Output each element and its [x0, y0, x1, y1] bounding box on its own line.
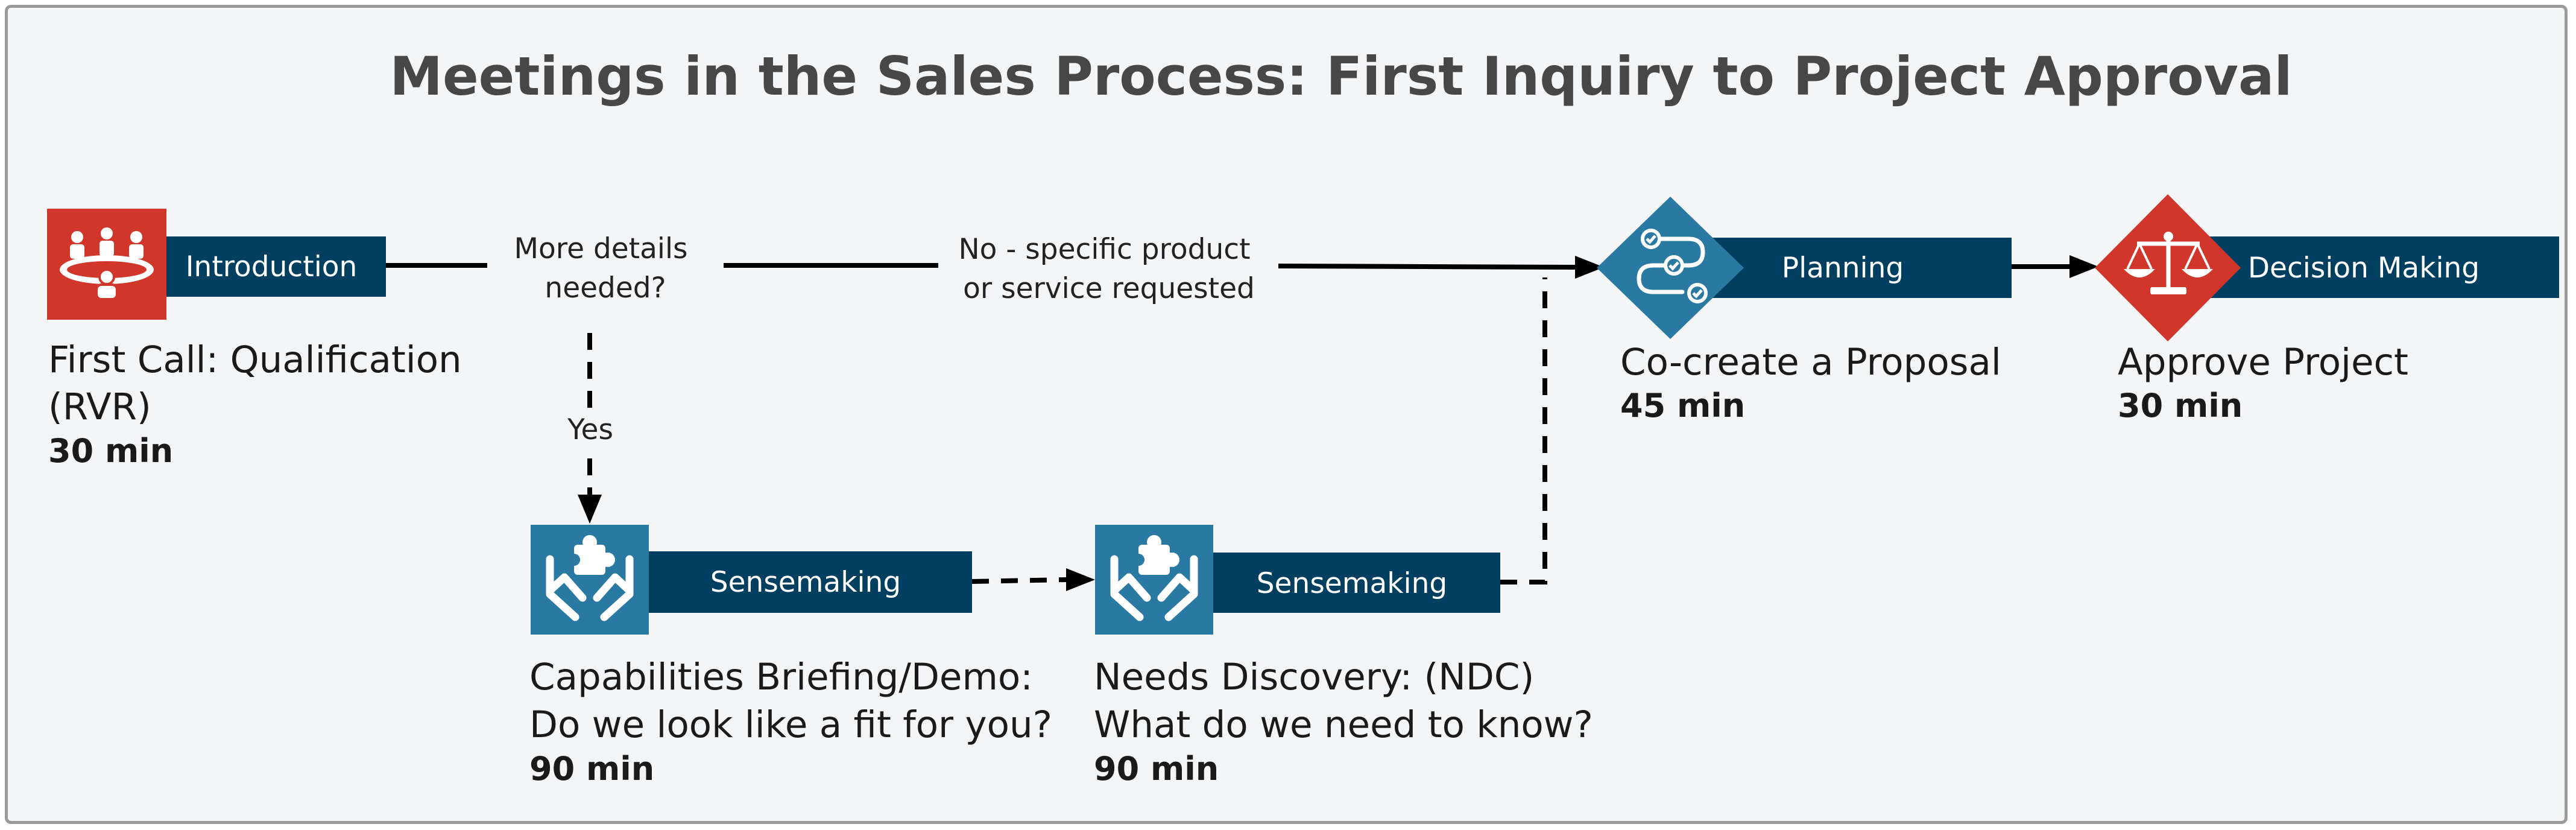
node-needs-discovery: Sensemaking Needs Discovery: (NDC) What …	[1094, 525, 1593, 788]
introduction-tag-label: Introduction	[186, 250, 358, 284]
flow-checklist-icon	[1637, 229, 1708, 303]
planning-tag-bar	[1700, 238, 2012, 298]
diagram-frame	[5, 5, 2568, 824]
arrowhead-to-planning	[1575, 256, 1604, 279]
connector-no-label-to-planning	[1278, 264, 1576, 270]
ndc-description: Needs Discovery: (NDC) What do we need t…	[1094, 656, 1593, 746]
capabilities-tag-bar	[645, 551, 972, 613]
decision-duration: 30 min	[2118, 387, 2243, 425]
connector-ndc-to-planning	[1500, 277, 1547, 584]
decision-tag-bar	[2195, 236, 2559, 298]
ndc-duration: 90 min	[1094, 750, 1219, 788]
decision-description: Approve Project	[2118, 341, 2408, 384]
ndc-tag-bar	[1206, 553, 1500, 613]
arrowhead-to-decision	[2069, 255, 2098, 278]
yes-branch-label: Yes	[567, 413, 613, 446]
planning-duration: 45 min	[1620, 387, 1745, 425]
meeting-table-icon	[60, 227, 154, 300]
planning-tag-label: Planning	[1782, 252, 1904, 285]
arrowhead-to-ndc	[1066, 568, 1095, 591]
puzzle-hands-icon	[1110, 535, 1198, 621]
arrowhead-to-capabilities	[578, 495, 602, 524]
node-introduction: Introduction First Call: Qualification (…	[47, 209, 473, 470]
scales-icon	[2124, 232, 2213, 294]
introduction-description: First Call: Qualification (RVR)	[48, 338, 473, 428]
connector-capabilities-to-ndc	[971, 577, 1067, 584]
capabilities-tag-label: Sensemaking	[710, 566, 901, 599]
decision-tag-label: Decision Making	[2248, 252, 2480, 285]
no-branch-label: No - specific product or service request…	[959, 233, 1260, 305]
question-label: More details needed?	[514, 232, 697, 305]
node-planning: Planning Co-create a Proposal 45 min	[1597, 197, 2012, 425]
ndc-tag-label: Sensemaking	[1257, 567, 1447, 600]
puzzle-hands-icon	[546, 535, 634, 621]
capabilities-duration: 90 min	[529, 750, 654, 788]
planning-description: Co-create a Proposal	[1620, 341, 2001, 384]
introduction-duration: 30 min	[48, 432, 173, 470]
node-capabilities-briefing: Sensemaking Capabilities Briefing/Demo: …	[529, 525, 1052, 788]
connectors	[386, 255, 2098, 591]
capabilities-description: Capabilities Briefing/Demo: Do we look l…	[529, 656, 1052, 746]
node-decision-making: Decision Making Approve Project 30 min	[2095, 194, 2559, 425]
diagram-title: Meetings in the Sales Process: First Inq…	[390, 45, 2292, 107]
introduction-tag-bar	[154, 236, 386, 297]
